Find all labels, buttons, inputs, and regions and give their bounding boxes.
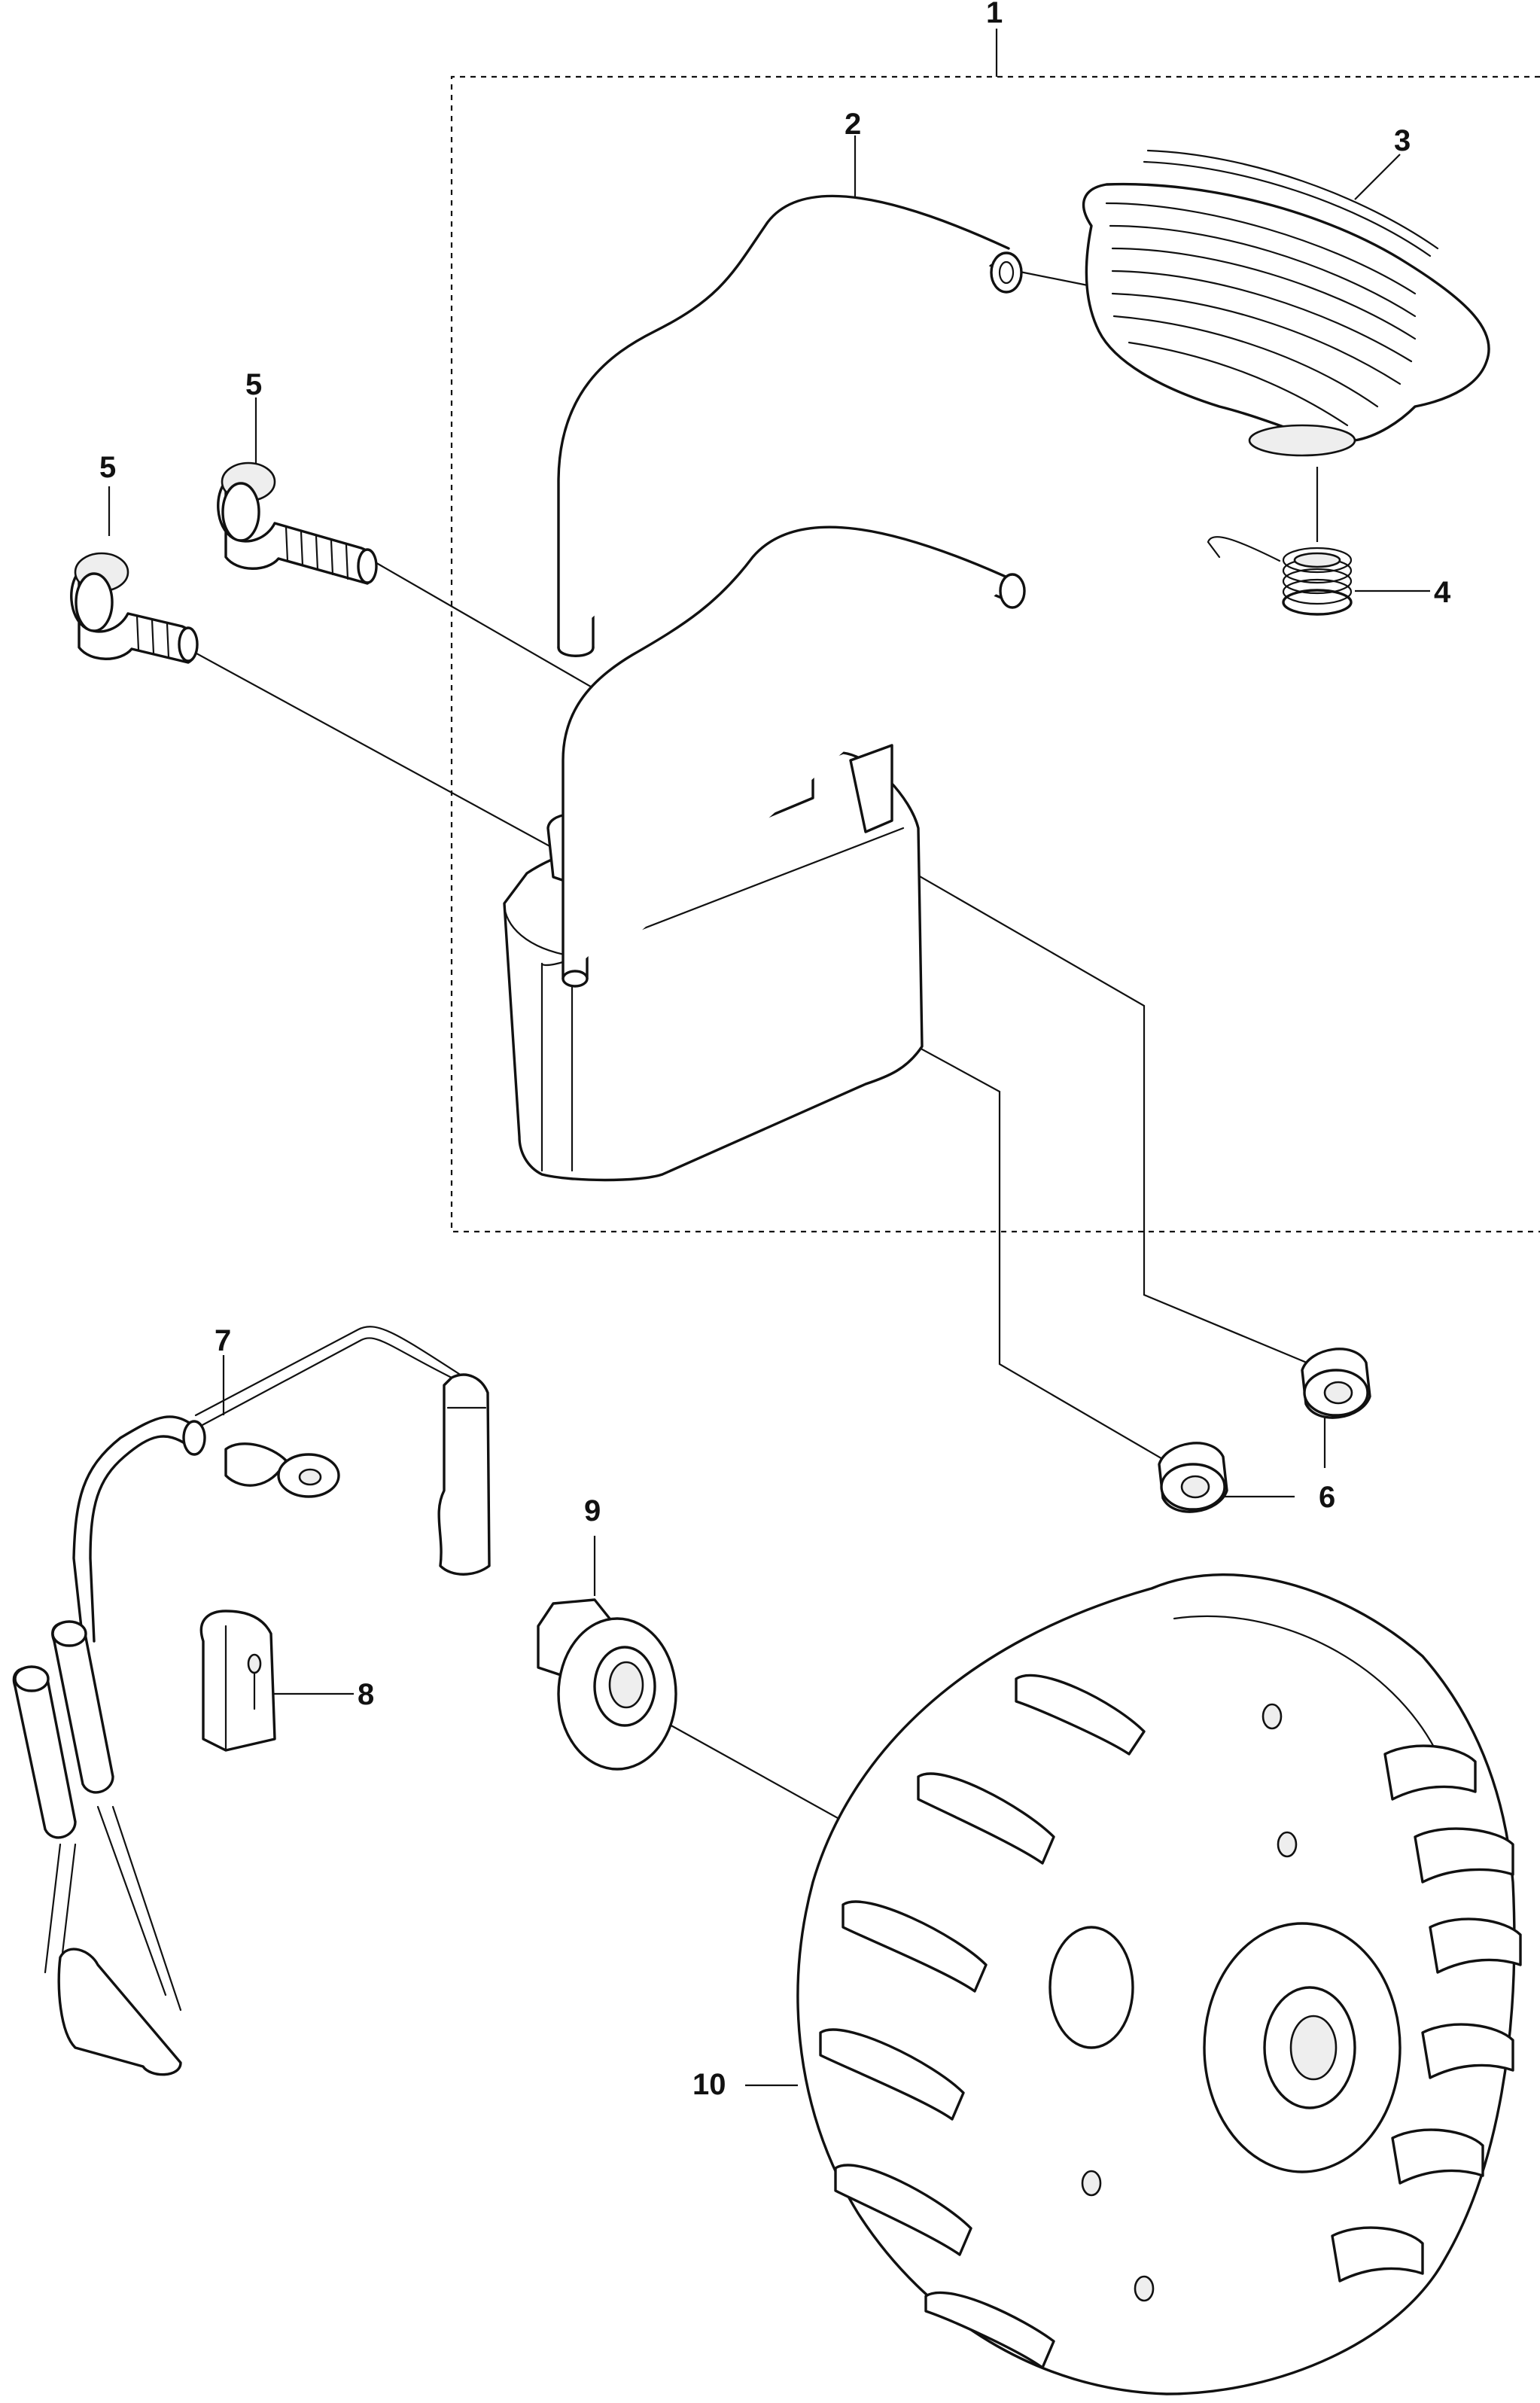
callout-9: 9	[584, 1494, 601, 1527]
spacer-washer-icon	[1158, 1442, 1228, 1513]
callout-5-lower: 5	[99, 451, 116, 484]
flywheel-icon	[796, 1573, 1522, 2395]
assembly-dashed-box	[450, 75, 1540, 1233]
callout-8: 8	[358, 1678, 374, 1711]
assembly-group-1	[450, 29, 1540, 1233]
callout-6: 6	[1319, 1481, 1335, 1514]
callout-1: 1	[986, 0, 1003, 29]
callout-4: 4	[1434, 576, 1451, 609]
flange-nut-icon	[537, 1598, 677, 1771]
shoulder-screw-icon	[70, 552, 199, 664]
callout-7: 7	[215, 1324, 231, 1357]
rubber-grip-cover-icon	[1082, 149, 1490, 457]
cable-clip-icon	[199, 1610, 276, 1752]
shoulder-screw-icon	[217, 461, 378, 585]
callout-2: 2	[845, 108, 861, 141]
callout-labels: 1 2 3 4 5 5 6 7 8 9 10	[99, 0, 1451, 2101]
fuel-hose-icon	[557, 194, 1023, 657]
coil-spring-icon	[1207, 536, 1353, 616]
ignition-module-icon	[503, 525, 1026, 1182]
spacer-washer-icon	[1301, 1348, 1371, 1419]
wire-harness-icon	[12, 1326, 491, 2076]
callout-5-upper: 5	[245, 368, 262, 401]
callout-10: 10	[692, 2068, 726, 2101]
callout-3: 3	[1394, 124, 1411, 157]
